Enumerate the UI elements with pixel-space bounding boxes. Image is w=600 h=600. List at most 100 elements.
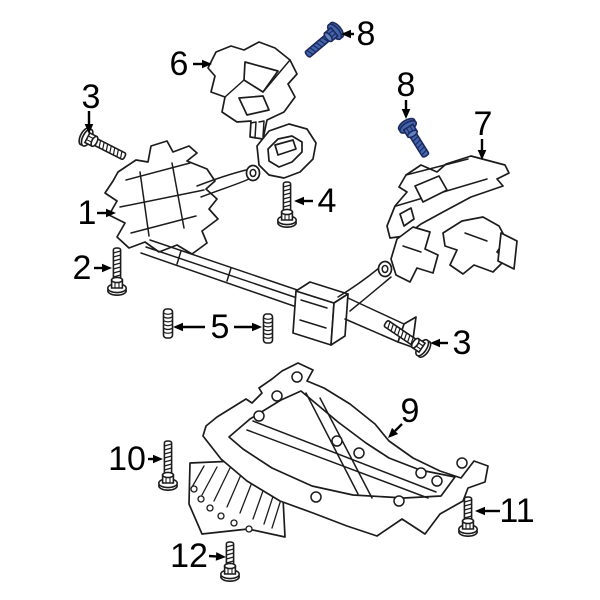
right-arm-lower-line — [349, 276, 392, 312]
thread-line — [113, 270, 121, 274]
part-label-3: 3 — [453, 324, 472, 362]
thread-line — [312, 44, 320, 50]
thread-line — [119, 151, 123, 159]
thread-line — [283, 204, 291, 208]
right-arm-upper-line — [337, 267, 380, 298]
part-label-4: 4 — [318, 182, 337, 220]
crossmember-tower-rib-4 — [139, 171, 150, 237]
shield-bolt-hole — [353, 447, 365, 459]
thread-line — [164, 467, 172, 471]
thread-line — [105, 143, 109, 152]
thread-line — [464, 503, 472, 507]
crossmember-tower-rib-3 — [130, 215, 197, 234]
fastener-stud-5-right — [262, 313, 274, 344]
callout-1-arrowhead — [106, 208, 116, 218]
thread-line — [414, 139, 421, 146]
thread-line — [226, 552, 234, 556]
part-7-slot — [399, 207, 415, 227]
callout-4-6: 4 — [294, 182, 336, 220]
right-rail-bottom-edge — [344, 318, 399, 343]
thread-line — [416, 142, 423, 149]
callout-10-arrowhead — [153, 454, 163, 464]
shield-bolt-hole — [271, 390, 283, 402]
thread-line — [164, 463, 172, 467]
thread-line — [98, 140, 102, 148]
callout-4-arrowhead — [294, 196, 304, 206]
part-6-cutout-lower — [238, 95, 270, 116]
thread-line — [387, 321, 391, 330]
center-box-inner-line-2 — [299, 319, 327, 329]
hex-head-top — [280, 208, 294, 216]
thread-line — [163, 323, 173, 327]
thread-line — [163, 316, 173, 319]
crossmember-tower-rib-2 — [119, 189, 205, 208]
part-label-8: 8 — [357, 15, 376, 53]
thread-line — [397, 328, 401, 336]
flap-hole — [197, 495, 205, 503]
hex-head-top — [161, 471, 175, 479]
fastener-bolt-12 — [220, 541, 240, 582]
crossmember-tower-rib-1 — [125, 162, 191, 181]
right-horn-bracket-left — [390, 226, 439, 283]
thread-line — [113, 254, 121, 258]
crossmember-tower-outline — [104, 140, 219, 255]
lower-rail-top-edge — [149, 239, 319, 298]
shield-bolt-hole — [291, 371, 303, 383]
callout-3-9: 3 — [430, 324, 471, 362]
lower-rail-tick-2 — [226, 267, 232, 282]
shield-x-brace-band-b2 — [319, 397, 373, 499]
part-label-9: 9 — [401, 392, 420, 430]
part-label-6: 6 — [170, 45, 189, 83]
lower-rail-mid-line — [145, 246, 316, 305]
flap-hole — [190, 485, 198, 493]
thread-line — [164, 459, 172, 463]
shield-bolt-holes — [253, 371, 468, 507]
thread-line — [113, 250, 121, 254]
thread-line — [263, 317, 273, 320]
thread-line — [113, 266, 121, 270]
callout-2-7: 2 — [73, 249, 112, 287]
part-6-outline — [207, 41, 298, 140]
lower-rail-bottom-edge — [140, 252, 312, 313]
callout-1-5: 1 — [78, 194, 116, 232]
flap-hatch-line — [201, 466, 218, 496]
part-7-ridge-line — [405, 158, 469, 176]
crossmember-tower-rib-5 — [171, 162, 185, 229]
part-7-bracket-drawing — [386, 155, 510, 239]
part-label-2: 2 — [73, 249, 92, 287]
highlighted-fastener-bolt-8-upper — [304, 21, 345, 58]
callout-9-10: 9 — [388, 392, 419, 438]
part-6-bracket-drawing — [207, 41, 298, 140]
thread-line — [164, 447, 172, 451]
crossmember-arm-lower-line — [200, 178, 250, 198]
callout-5-arrowhead — [252, 322, 262, 332]
right-horn-bracket-right — [442, 216, 507, 275]
callout-7-4: 7 — [474, 105, 492, 160]
callout-8-arrowhead — [341, 29, 351, 39]
thread-line — [410, 337, 414, 345]
thread-line — [102, 142, 105, 150]
callout-8-3: 8 — [397, 66, 415, 119]
thread-line — [163, 327, 173, 331]
fastener-bolt-11 — [458, 496, 478, 537]
thread-line — [113, 274, 121, 278]
crossmember-arm-collar — [245, 164, 261, 182]
thread-line — [263, 321, 273, 324]
thread-line — [412, 135, 419, 143]
callout-11-arrowhead — [475, 506, 485, 516]
callout-6-arrowhead — [202, 59, 212, 69]
right-end-plate — [497, 232, 518, 270]
callout-9-arrow-line — [394, 423, 403, 432]
part-label-11: 11 — [499, 492, 534, 530]
shield-bolt-hole — [253, 410, 265, 422]
hex-head-top — [410, 337, 420, 349]
thread-line — [163, 320, 173, 323]
shield-bolt-hole — [310, 491, 322, 503]
flap-hole — [245, 525, 253, 533]
callout-7-arrowhead — [477, 150, 487, 160]
flap-hole — [206, 504, 214, 512]
part-label-5: 5 — [211, 308, 230, 346]
part-1-crossmember-drawing — [104, 123, 518, 348]
